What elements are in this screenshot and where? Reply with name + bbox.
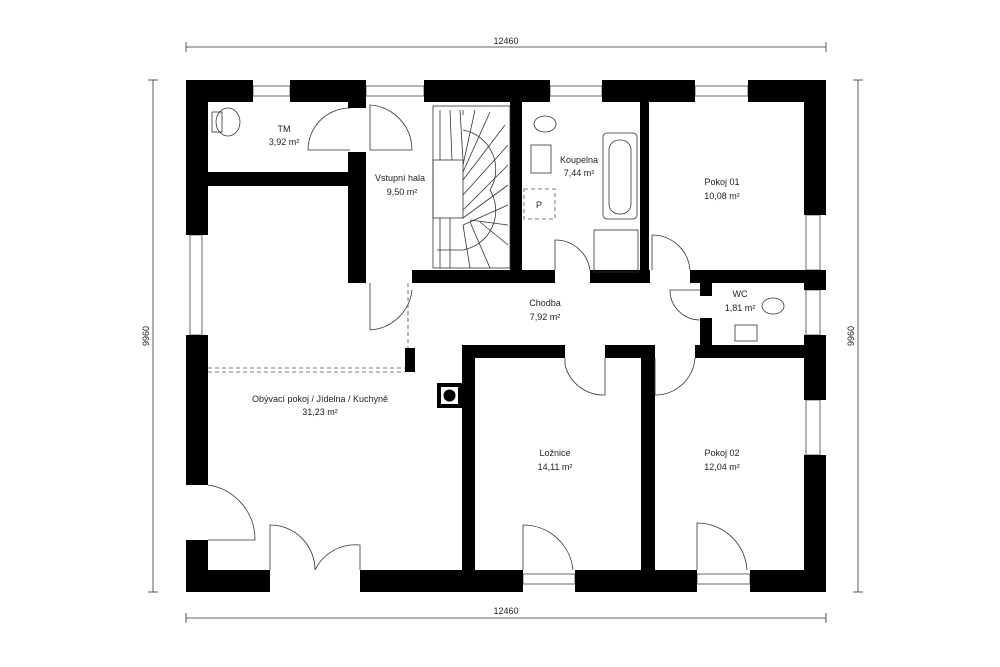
boiler-icon	[215, 107, 241, 137]
room-name: Koupelna	[560, 155, 598, 165]
walls	[186, 80, 826, 592]
dimension-top: 12460	[185, 36, 827, 52]
room-tm: TM 3,92 m²	[269, 124, 300, 147]
sink-icon	[530, 144, 552, 174]
room-living: Obývací pokoj / Jídelna / Kuchyně 31,23 …	[252, 394, 388, 417]
fixtures: P	[211, 107, 785, 408]
toilet-icon	[533, 115, 557, 133]
room-name: Vstupní hala	[375, 173, 425, 183]
bathtub-icon	[602, 132, 638, 220]
room-bath: Koupelna 7,44 m²	[560, 155, 598, 178]
dimension-bottom-label: 12460	[493, 606, 518, 616]
shower-icon	[593, 229, 639, 273]
windows	[189, 85, 821, 585]
dimension-right: 9960	[846, 79, 863, 593]
room-hall: Vstupní hala 9,50 m²	[375, 173, 425, 197]
dimension-bottom: 12460	[185, 606, 827, 623]
room-loznice: Ložnice 14,11 m²	[538, 448, 573, 472]
dimension-left: 9960	[141, 79, 158, 593]
room-name: WC	[733, 289, 748, 299]
dimension-left-label: 9960	[141, 326, 151, 346]
room-area: 7,44 m²	[564, 168, 595, 178]
room-area: 1,81 m²	[725, 303, 756, 313]
room-chodba: Chodba 7,92 m²	[529, 298, 561, 322]
room-name: TM	[278, 124, 291, 134]
wc-sink-icon	[734, 324, 758, 342]
staircase	[432, 105, 511, 269]
wc-toilet-icon	[761, 297, 785, 315]
room-area: 31,23 m²	[302, 407, 338, 417]
room-name: Ložnice	[539, 448, 570, 458]
room-area: 9,50 m²	[387, 187, 418, 197]
room-area: 12,04 m²	[704, 462, 740, 472]
doors	[207, 104, 748, 571]
room-area: 3,92 m²	[269, 137, 300, 147]
washer-label: P	[536, 200, 542, 210]
room-wc: WC 1,81 m²	[725, 289, 756, 313]
washer-box	[523, 188, 556, 220]
dimension-top-label: 12460	[493, 36, 518, 46]
room-name: Chodba	[529, 298, 561, 308]
room-area: 10,08 m²	[704, 191, 740, 201]
dimension-right-label: 9960	[846, 326, 856, 346]
room-name: Obývací pokoj / Jídelna / Kuchyně	[252, 394, 388, 404]
room-name: Pokoj 01	[704, 177, 739, 187]
room-area: 7,92 m²	[530, 312, 561, 322]
room-area: 14,11 m²	[538, 462, 573, 472]
room-pokoj-02: Pokoj 02 12,04 m²	[704, 448, 740, 472]
room-pokoj-01: Pokoj 01 10,08 m²	[704, 177, 740, 201]
room-name: Pokoj 02	[704, 448, 739, 458]
